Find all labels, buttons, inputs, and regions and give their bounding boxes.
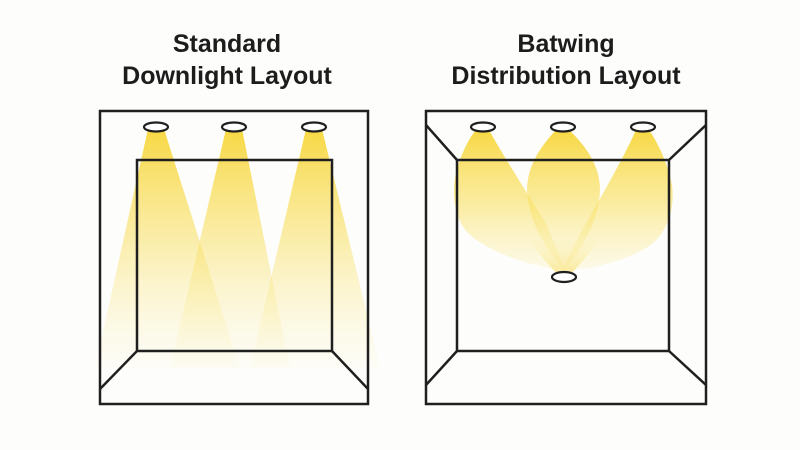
ceiling-downlight-icon <box>549 121 577 133</box>
back-wall <box>455 158 671 353</box>
batwing-lobe <box>453 130 564 270</box>
back-wall <box>135 158 334 353</box>
batwing-room <box>424 109 708 406</box>
ceiling-edge <box>425 124 458 161</box>
standard-room <box>95 109 380 406</box>
batwing-layout-title: Batwing Distribution Layout <box>416 28 716 92</box>
floor-edge <box>668 350 707 386</box>
light-cone <box>250 129 380 368</box>
ceiling-downlight-icon <box>469 121 497 133</box>
light-cone <box>528 240 600 272</box>
title-line: Distribution Layout <box>451 62 681 90</box>
ceiling-downlight-icon <box>550 270 578 284</box>
ceiling-downlight-icon <box>142 121 170 133</box>
ceiling-downlight-icon <box>629 121 657 133</box>
floor-edge <box>425 350 458 386</box>
room-outline <box>98 109 370 406</box>
room-outline <box>424 109 708 406</box>
standard-layout-title: Standard Downlight Layout <box>77 28 377 92</box>
title-line: Downlight Layout <box>122 62 332 90</box>
floor-edge <box>331 350 369 390</box>
ceiling-edge <box>668 124 707 161</box>
ceiling-downlight-icon <box>220 121 248 133</box>
title-line: Standard <box>172 30 282 58</box>
light-cone <box>170 129 290 368</box>
floor-edge <box>99 350 138 390</box>
ceiling-downlight-icon <box>300 121 328 133</box>
batwing-lobe <box>564 130 673 270</box>
title-line: Batwing <box>517 30 615 58</box>
